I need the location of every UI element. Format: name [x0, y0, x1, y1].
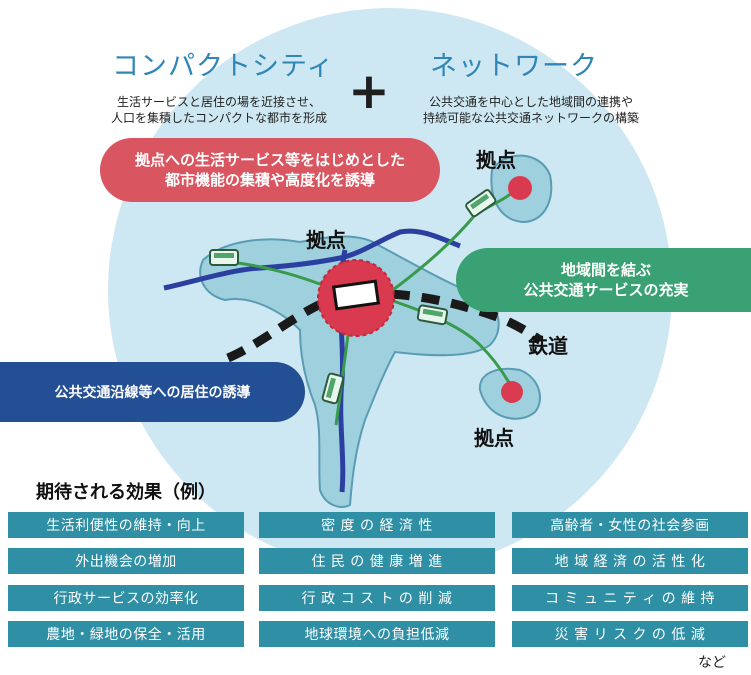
hub-top-right [508, 176, 532, 200]
bus-route-top-right [389, 186, 520, 294]
callout-red-line2: 都市機能の集積や高度化を誘導 [164, 171, 375, 189]
effect-item: 生活利便性の維持・向上 [8, 512, 244, 538]
network-description: 公共交通を中心とした地域間の連携や 持続可能な公共交通ネットワークの構築 [396, 94, 666, 126]
callout-green-line2: 公共交通サービスの充実 [523, 281, 689, 299]
railway [226, 289, 543, 363]
hub-bottom-right [501, 381, 523, 403]
station [331, 279, 381, 311]
network-desc-line1: 公共交通を中心とした地域間の連携や [428, 95, 633, 109]
effect-item: 住 民 の 健 康 増 進 [259, 548, 495, 574]
effect-item: 行 政 コ ス ト の 削 減 [259, 585, 495, 611]
effect-item: 行政サービスの効率化 [8, 585, 244, 611]
bus-icon [416, 304, 449, 326]
label-hub-top-right: 拠点 [476, 148, 516, 172]
effect-item: 高齢者・女性の社会参画 [512, 512, 748, 538]
river [163, 228, 461, 291]
bus-icon [321, 372, 345, 405]
compact-desc-line1: 生活サービスと居住の場を近接させ、 [116, 95, 321, 109]
bus-icon [465, 189, 497, 218]
effects-heading: 期待される効果（例） [36, 482, 216, 503]
effect-item: 密 度 の 経 済 性 [259, 512, 495, 538]
label-hub-bottom-right: 拠点 [474, 426, 514, 450]
compact-desc-line2: 人口を集積したコンパクトな都市を形成 [110, 111, 327, 125]
bus-route-bottom-right [389, 298, 514, 389]
callout-urban-functions: 拠点への生活サービス等をはじめとした 都市機能の集積や高度化を誘導 [100, 138, 440, 202]
label-hub-center: 拠点 [306, 228, 346, 252]
callout-residential-guidance: 公共交通沿線等への居住の誘導 [0, 362, 305, 422]
effect-item: コ ミ ュ ニ テ ィ の 維 持 [512, 585, 748, 611]
effect-item: 地球環境への負担低減 [259, 621, 495, 647]
callout-blue-text: 公共交通沿線等への居住の誘導 [54, 385, 251, 401]
effect-item: 地 域 経 済 の 活 性 化 [512, 548, 748, 574]
title-network: ネットワーク [430, 51, 598, 82]
callout-red-line1: 拠点への生活サービス等をはじめとした [134, 151, 405, 169]
title-compact-city: コンパクトシティ [112, 51, 335, 82]
effect-item: 外出機会の増加 [8, 548, 244, 574]
callout-green-line1: 地域間を結ぶ [560, 261, 651, 279]
etc-label: など [698, 655, 726, 671]
callout-transit-services: 地域間を結ぶ 公共交通サービスの充実 [456, 248, 751, 312]
network-desc-line2: 持続可能な公共交通ネットワークの構築 [422, 111, 639, 125]
effect-item: 災 害 リ ス ク の 低 減 [512, 621, 748, 647]
plus-sign: + [348, 62, 390, 120]
compact-city-description: 生活サービスと居住の場を近接させ、 人口を集積したコンパクトな都市を形成 [84, 94, 354, 126]
effect-item: 農地・緑地の保全・活用 [8, 621, 244, 647]
bus-icon [209, 249, 239, 266]
label-railway: 鉄道 [528, 334, 568, 358]
